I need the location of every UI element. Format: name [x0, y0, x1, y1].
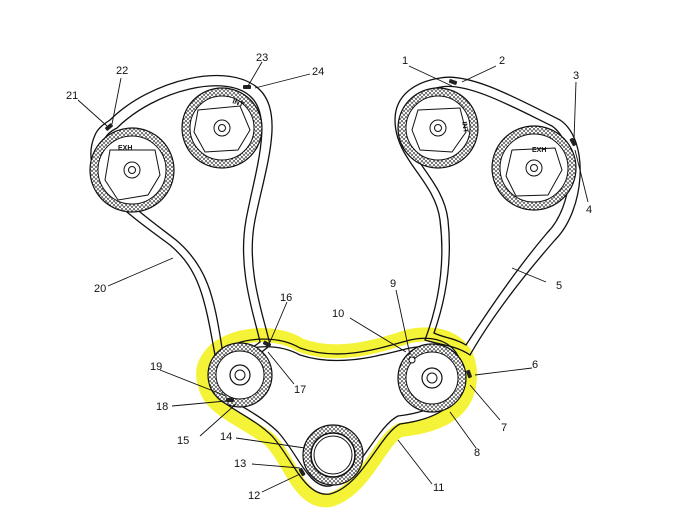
crankshaft-sprocket — [302, 424, 364, 486]
callout-7: 7 — [501, 422, 507, 434]
callout-11: 11 — [433, 482, 444, 494]
callout-13: 13 — [234, 458, 246, 470]
callout-9: 9 — [390, 278, 396, 290]
callout-2: 2 — [499, 55, 505, 67]
callout-labels: 1 2 3 4 5 6 7 8 9 10 11 12 13 14 15 16 1… — [66, 52, 592, 502]
right-intake-cam-sprocket: INT — [397, 87, 479, 169]
callout-12: 12 — [248, 490, 260, 502]
callout-4: 4 — [586, 204, 592, 216]
callout-23: 23 — [256, 52, 268, 64]
callout-6: 6 — [532, 359, 538, 371]
callout-16: 16 — [280, 292, 292, 304]
callout-15: 15 — [177, 435, 189, 447]
callout-3: 3 — [573, 70, 579, 82]
callout-10: 10 — [332, 308, 344, 320]
callout-19: 19 — [150, 361, 162, 373]
callout-14: 14 — [220, 431, 232, 443]
callout-8: 8 — [474, 447, 480, 459]
left-intake-cam-sprocket: INT — [181, 87, 263, 169]
right-exhaust-cam-sprocket: EXH — [491, 125, 577, 211]
left-intake-mark: INT — [231, 98, 245, 109]
callout-5: 5 — [556, 280, 562, 292]
callout-21: 21 — [66, 90, 78, 102]
primary-chain-highlight — [196, 327, 477, 508]
right-intermediate-sprocket — [397, 343, 467, 413]
left-exhaust-cam-sprocket: EXH — [89, 127, 175, 213]
timing-links — [105, 79, 577, 477]
right-intake-mark: INT — [460, 121, 469, 134]
callout-18: 18 — [156, 401, 168, 413]
right-exhaust-mark: EXH — [532, 147, 546, 154]
callout-17: 17 — [294, 384, 306, 396]
leader-lines — [77, 61, 589, 493]
callout-20: 20 — [94, 283, 106, 295]
left-exhaust-mark: EXH — [118, 145, 132, 152]
callout-24: 24 — [312, 66, 324, 78]
callout-22: 22 — [116, 65, 128, 77]
left-intermediate-sprocket — [207, 342, 273, 408]
callout-1: 1 — [402, 55, 408, 67]
